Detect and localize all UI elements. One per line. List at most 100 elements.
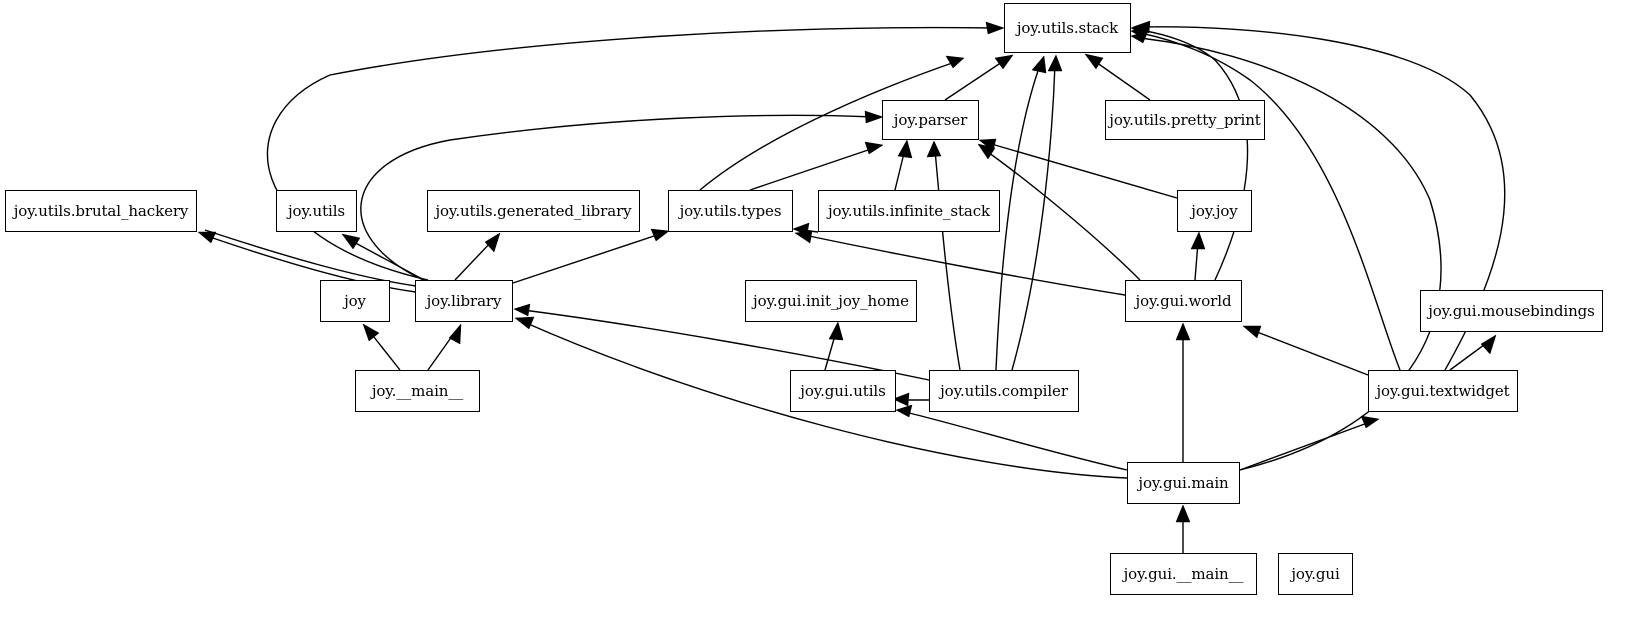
node-joy-utils-generated-library[interactable]: joy.utils.generated_library — [427, 190, 640, 232]
edge-joy-gui-main-to-joy-gui-textwidget — [1239, 421, 1371, 471]
node-label: joy.utils.pretty_print — [1109, 110, 1261, 129]
arrowhead-joy-library-to-joy-utils-generated-library — [484, 232, 501, 253]
arrowhead-joy-utils-compiler-to-joy-gui-utils — [892, 392, 910, 407]
arrowhead-joy-utils-pretty-print-to-joy-utils-stack — [1084, 53, 1104, 70]
node-joy-gui-main-dunder[interactable]: joy.gui.__main__ — [1110, 553, 1257, 595]
node-label: joy.utils.compiler — [940, 381, 1068, 400]
node-label: joy.utils.generated_library — [435, 201, 632, 220]
edge-joy-gui-world-to-joy-parser — [984, 149, 1141, 281]
node-label: joy.library — [426, 291, 502, 310]
node-label: joy.gui.mousebindings — [1428, 301, 1595, 320]
edge-joy-gui-textwidget-to-joy-gui-world — [1251, 329, 1369, 376]
edge-joy-library-to-joy-utils — [349, 239, 425, 281]
node-joy-gui[interactable]: joy.gui — [1278, 553, 1353, 595]
edge-joy-utils-compiler-to-joy-parser — [934, 149, 961, 371]
arrowhead-joy-gui-world-to-joy-parser — [977, 143, 996, 160]
arrowhead-joy-library-to-joy-utils-stack — [985, 21, 1005, 35]
node-joy-joy[interactable]: joy.joy — [1177, 190, 1252, 232]
edge-joy-utils-compiler-to-joy-utils-stack-alt — [1011, 63, 1056, 371]
edge-joy-library-to-joy-utils-brutal-hackery-alt — [204, 229, 417, 287]
node-label: joy.__main__ — [371, 381, 464, 400]
edge-group — [197, 20, 1506, 553]
edge-joy-utils-compiler-to-joy-library — [522, 309, 930, 381]
node-joy[interactable]: joy — [320, 280, 390, 322]
node-label: joy.gui.world — [1135, 291, 1232, 310]
arrowhead-joy-gui-main-to-joy-library — [514, 316, 535, 330]
node-label: joy.gui.main — [1138, 473, 1229, 492]
node-label: joy.gui.__main__ — [1123, 564, 1244, 583]
node-label: joy.joy — [1191, 201, 1238, 220]
edge-joy-joy-to-joy-parser — [987, 142, 1178, 199]
arrowhead-joy-library-to-joy-utils — [341, 233, 361, 250]
arrowhead-joy-utils-compiler-to-joy-parser — [926, 140, 942, 158]
node-joy-utils-infinite-stack[interactable]: joy.utils.infinite_stack — [818, 190, 1000, 232]
node-joy-utils[interactable]: joy.utils — [276, 190, 357, 232]
arrowhead-joy-gui-textwidget-to-joy-utils-stack-alt — [1132, 20, 1151, 34]
edge-joy-library-to-joy-utils-types — [512, 233, 661, 284]
node-label: joy.gui.textwidget — [1376, 381, 1510, 400]
arrowhead-joy-utils-types-to-joy-parser — [864, 141, 884, 155]
arrowhead-joy-utils-compiler-to-joy-utils-stack-alt — [1047, 54, 1063, 72]
node-label: joy.utils — [287, 201, 345, 220]
node-label: joy.gui.utils — [800, 381, 886, 400]
edge-joy-utils-pretty-print-to-joy-utils-stack — [1092, 59, 1151, 101]
arrowhead-joy-gui-textwidget-to-joy-gui-world — [1242, 325, 1262, 339]
arrowhead-joy-parser-to-joy-utils-stack — [994, 54, 1014, 70]
arrowhead-joy-utils-compiler-to-joy-library — [513, 303, 531, 317]
edge-joy-gui-world-to-joy-utils-types — [803, 234, 1126, 296]
node-joy-gui-textwidget[interactable]: joy.gui.textwidget — [1368, 370, 1518, 412]
edge-joy-main-to-joy — [369, 331, 401, 371]
edge-joy-library-to-joy-utils-generated-library — [454, 239, 494, 281]
node-joy-main-dunder[interactable]: joy.__main__ — [355, 370, 480, 412]
node-label: joy.utils.stack — [1016, 18, 1119, 37]
node-label: joy.utils.brutal_hackery — [13, 201, 189, 220]
node-label: joy.parser — [893, 110, 968, 129]
edge-joy-library-to-joy-utils-stack — [266, 26, 996, 281]
node-label: joy.gui — [1291, 564, 1340, 583]
edge-joy-parser-to-joy-utils-stack — [944, 59, 1006, 101]
node-joy-utils-stack[interactable]: joy.utils.stack — [1004, 3, 1131, 53]
node-joy-gui-utils[interactable]: joy.gui.utils — [790, 370, 896, 412]
arrowhead-joy-main-to-joy-library — [448, 323, 462, 345]
edge-joy-library-to-joy-parser — [360, 114, 875, 284]
edge-joy-library-to-joy-utils-brutal-hackery — [206, 235, 417, 293]
node-label: joy.utils.infinite_stack — [827, 201, 991, 220]
node-joy-utils-brutal-hackery[interactable]: joy.utils.brutal_hackery — [5, 190, 197, 232]
node-joy-utils-types[interactable]: joy.utils.types — [668, 190, 793, 232]
arrowhead-joy-gui-world-to-joy-joy — [1190, 231, 1206, 250]
arrowhead-joy-utils-infinite-stack-to-joy-parser — [897, 139, 913, 159]
edge-joy-utils-types-to-joy-utils-stack — [699, 61, 956, 191]
arrowhead-joy-gui-main-dunder-to-joy-gui-main — [1175, 504, 1191, 523]
node-joy-parser[interactable]: joy.parser — [882, 100, 979, 140]
node-label: joy.gui.init_joy_home — [753, 291, 909, 310]
arrowhead-joy-utils-infinite-stack-to-joy-utils-types — [792, 222, 810, 236]
node-joy-library[interactable]: joy.library — [415, 280, 513, 322]
arrowhead-joy-library-to-joy-utils-types — [650, 228, 670, 242]
arrowhead-joy-gui-main-to-joy-gui-utils — [895, 404, 913, 418]
node-joy-gui-mousebindings[interactable]: joy.gui.mousebindings — [1420, 290, 1603, 332]
node-joy-gui-world[interactable]: joy.gui.world — [1125, 280, 1242, 322]
edge-joy-gui-main-to-joy-gui-utils — [904, 411, 1128, 471]
arrowhead-joy-library-to-joy-utils-brutal-hackery — [197, 231, 217, 244]
arrowhead-joy-gui-main-to-joy-gui-textwidget — [1360, 415, 1380, 429]
arrowhead-joy-library-to-joy-parser — [864, 110, 884, 124]
arrowhead-joy-gui-utils-to-joy-gui-init-joy-home — [828, 321, 844, 341]
node-joy-utils-pretty-print[interactable]: joy.utils.pretty_print — [1105, 100, 1265, 140]
node-joy-gui-main[interactable]: joy.gui.main — [1127, 462, 1240, 504]
arrowhead-joy-utils-compiler-to-joy-utils-stack — [1031, 55, 1047, 74]
arrowhead-joy-main-to-joy — [362, 323, 380, 342]
edge-joy-gui-textwidget-to-joy-utils-stack-alt — [1141, 26, 1506, 371]
node-joy-gui-init-joy-home[interactable]: joy.gui.init_joy_home — [745, 280, 917, 322]
edge-joy-utils-compiler-to-joy-utils-stack — [995, 64, 1041, 371]
node-label: joy — [344, 291, 366, 310]
arrowhead-joy-utils-types-to-joy-utils-stack — [945, 55, 965, 69]
edge-joy-gui-textwidget-to-joy-utils-stack — [1139, 32, 1401, 371]
node-label: joy.utils.types — [679, 201, 782, 220]
edge-joy-gui-main-to-joy-library — [523, 321, 1128, 479]
arrowhead-joy-gui-textwidget-to-joy-gui-mousebindings — [1480, 334, 1497, 355]
edge-joy-gui-textwidget-to-joy-gui-mousebindings — [1449, 341, 1489, 371]
node-joy-utils-compiler[interactable]: joy.utils.compiler — [929, 370, 1079, 412]
edge-joy-utils-types-to-joy-parser — [749, 147, 875, 191]
